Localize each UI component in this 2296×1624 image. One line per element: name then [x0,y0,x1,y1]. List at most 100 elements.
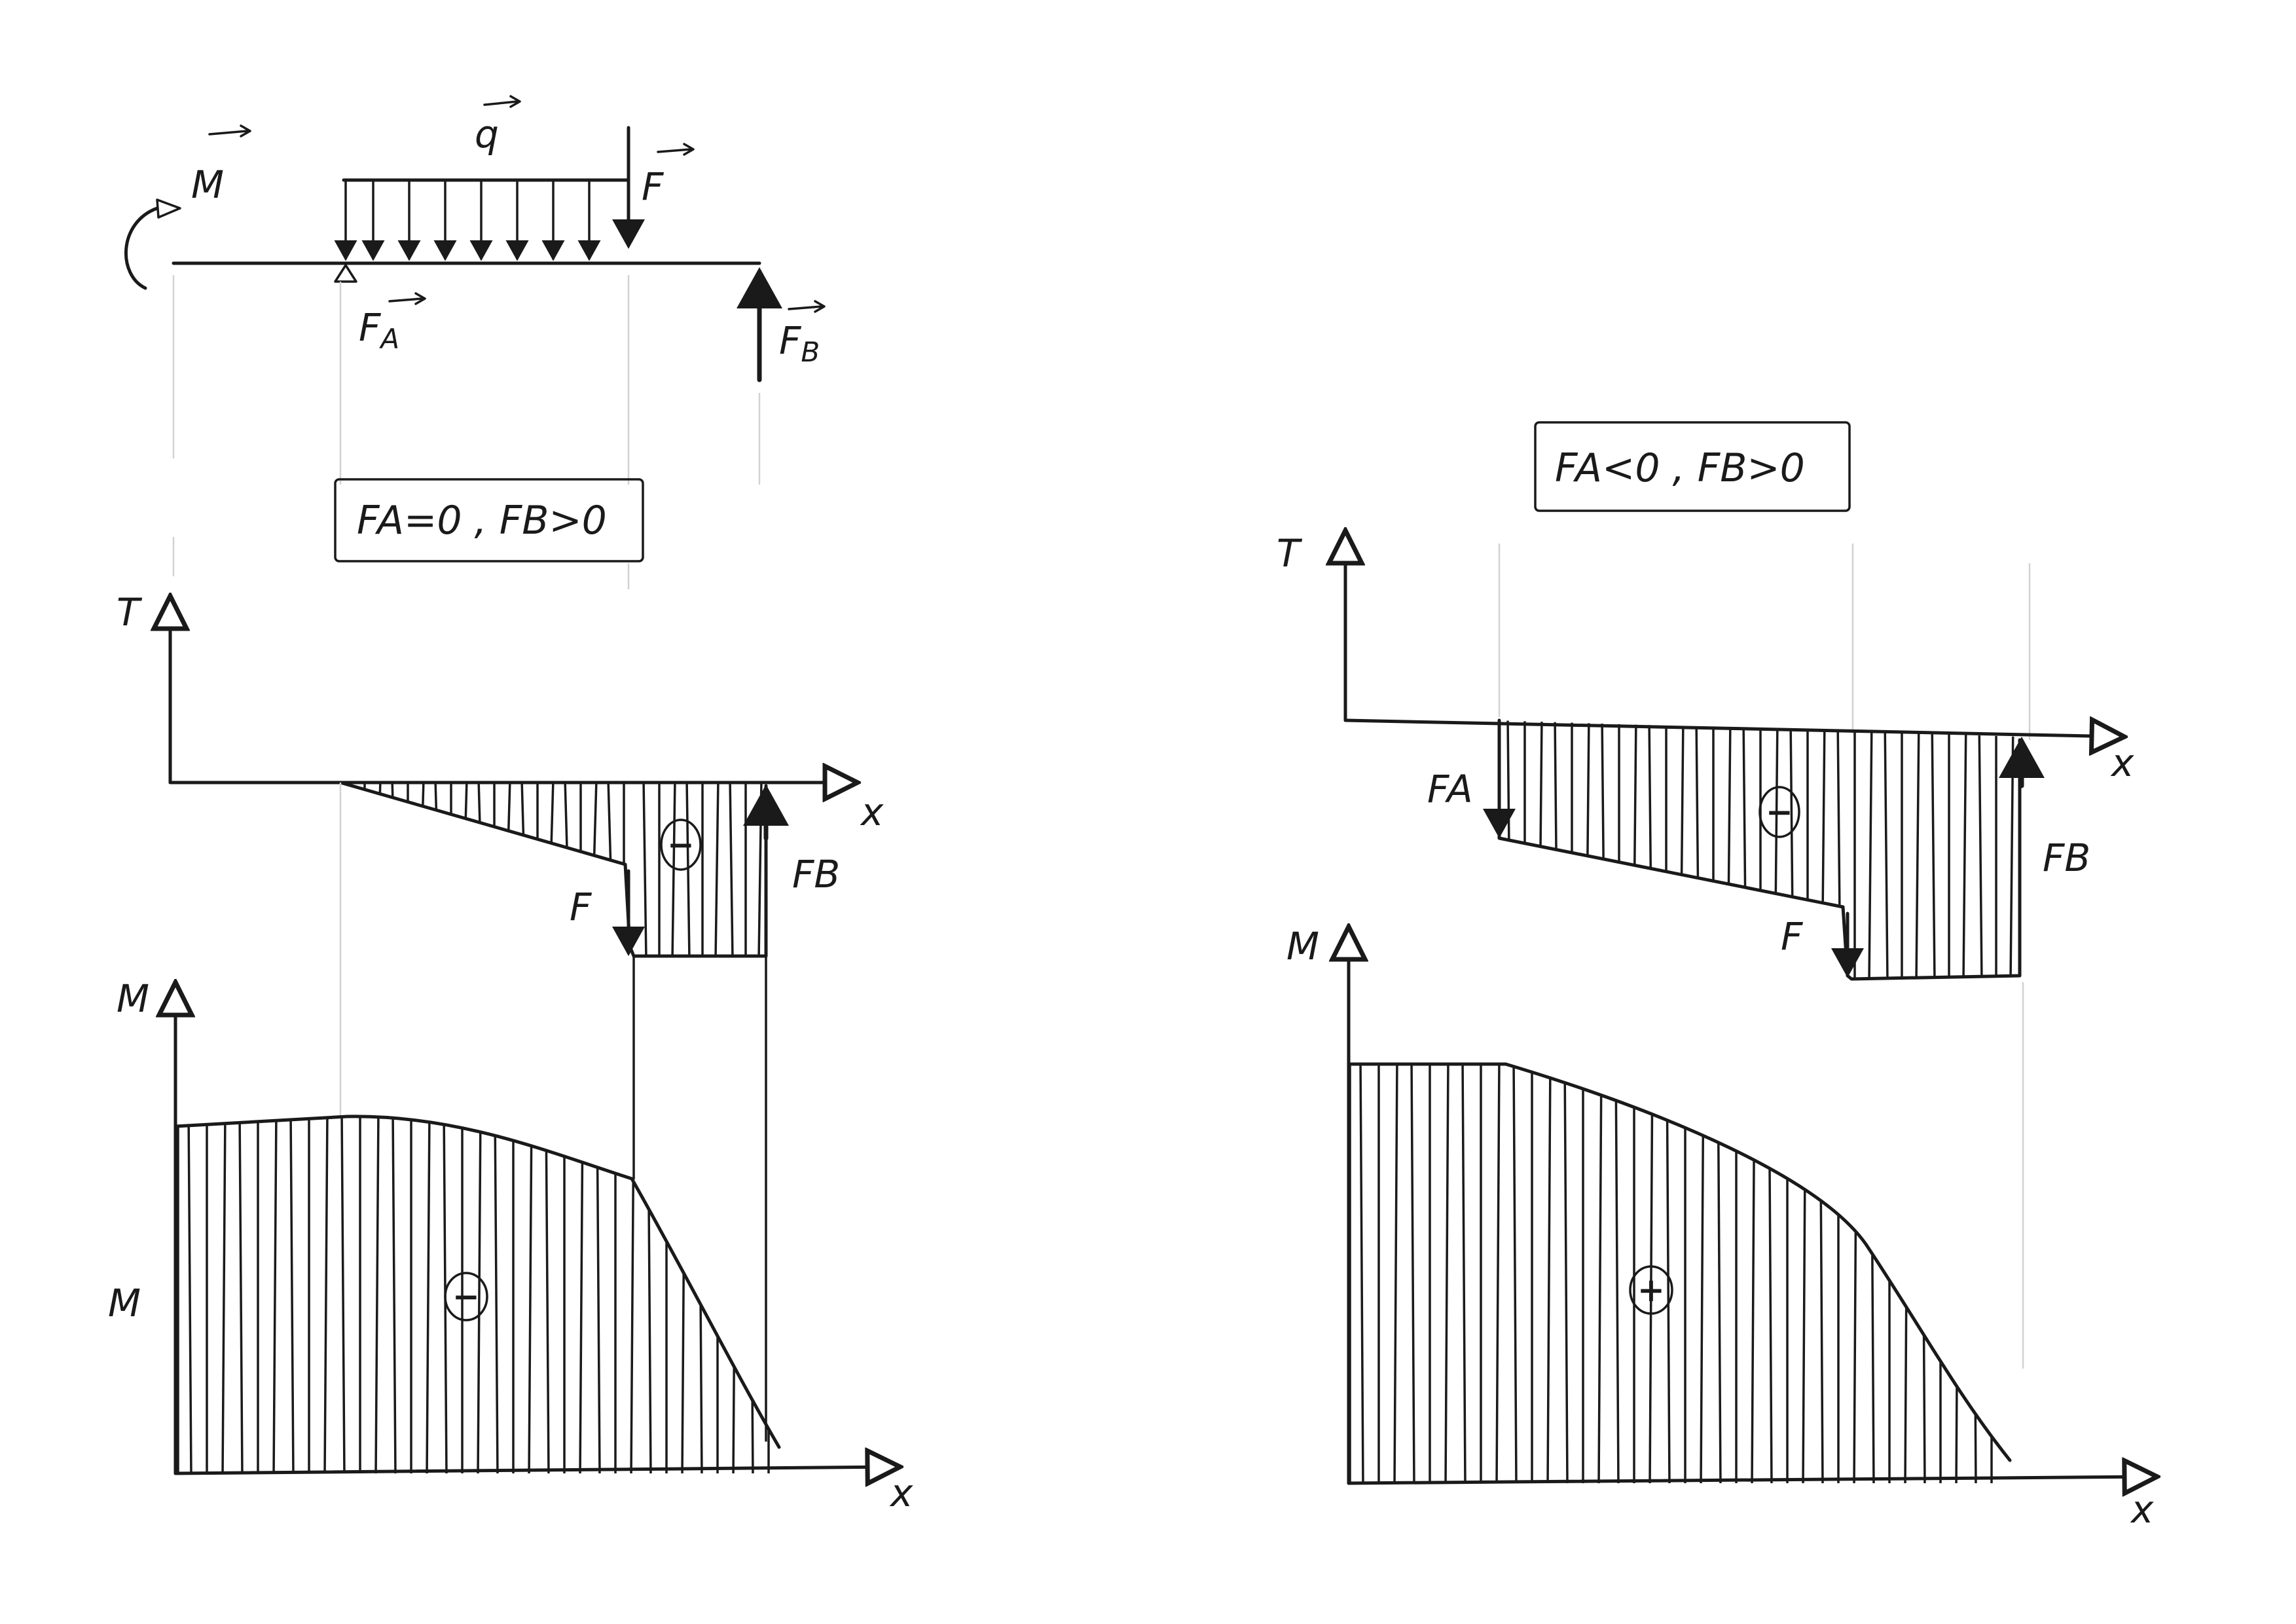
right-projection-guides [1498,544,2031,1369]
left-moment-diagram: M x M − [108,976,913,1515]
hatch-stroke [564,783,569,864]
hatch-stroke [607,783,612,864]
hatch-stroke [749,1116,754,1473]
distributed-load [334,178,630,261]
applied-moment-label: M [191,162,224,207]
hatch-stroke [1931,720,1936,978]
hatch-stroke [1774,720,1779,978]
hatch-stroke [1359,1064,1364,1483]
left-shear-x-label: x [860,790,884,834]
hatch-stroke [1962,720,1967,978]
hatch-stroke [545,1116,550,1473]
hatch-stroke [671,783,676,956]
hatch-stroke [1742,720,1747,978]
left-shear-diagram: T x − F FB [117,590,884,1442]
support-b-label: FB [779,318,820,368]
distributed-load-vector-mark [483,95,521,108]
hatch-stroke [1585,720,1590,978]
hatch-stroke [1614,1064,1620,1483]
hatch-stroke [579,1116,584,1473]
hatch-stroke [1700,1064,1705,1483]
hatch-stroke [1921,1064,1926,1483]
hatch-stroke [221,1116,227,1473]
hatch-stroke [1726,720,1732,978]
hatch-stroke [1679,720,1685,978]
applied-moment-arrowhead [156,198,181,219]
hatch-stroke [1495,1064,1501,1483]
hatch-stroke [698,1116,703,1473]
hatch-stroke [1819,1064,1824,1483]
hatch-stroke [340,1116,346,1473]
hatch-stroke [1601,720,1606,978]
right-condition-box [1534,421,1851,512]
right-condition-text: FA<0 , FB>0 [1555,445,1805,491]
right-moment-curve [1347,1062,2012,1462]
hatch-stroke [238,1116,244,1473]
hatch-stroke [1649,1064,1654,1483]
support-b-vector-mark [788,300,826,313]
hatch-stroke [463,783,468,864]
right-shear-x-axis [1343,720,2121,737]
left-moment-hatch [187,1116,770,1473]
point-force-label: F [642,164,665,209]
hatch-stroke [420,783,425,864]
hatch-stroke [1904,1064,1909,1483]
hatch-stroke [1538,720,1543,978]
hatch-stroke [494,1116,499,1473]
support-a-arrowhead [334,264,357,283]
hatch-stroke [2009,720,2014,978]
hatch-stroke [1597,1064,1603,1483]
beam-diagram: M q F FA FB [124,95,826,393]
right-shear-fb-label: FB [2043,836,2090,880]
hatch-stroke [1853,1064,1858,1483]
left-condition-box [334,478,644,563]
left-moment-sign: − [452,1278,480,1316]
applied-moment-vector-mark [208,124,251,138]
hatch-stroke [1955,1064,1960,1483]
left-moment-curve [173,1115,781,1449]
left-case: FA=0 , FB>0 T x − F FB M x M [108,478,913,1515]
hatch-stroke [1915,720,1920,978]
hatch-stroke [1461,1064,1467,1483]
right-shear-fa-label: FA [1427,767,1473,811]
hatch-stroke [685,783,691,956]
hatch-stroke [1546,1064,1552,1483]
hatch-stroke [642,783,647,956]
hatch-stroke [681,1116,686,1473]
left-moment-x-label: x [889,1471,913,1515]
hatch-stroke [1884,720,1889,978]
right-shear-x-label: x [2110,741,2134,785]
right-shear-y-label: T [1277,531,1303,576]
right-moment-hatch [1359,1064,1993,1483]
left-condition-text: FA=0 , FB>0 [357,498,607,544]
hatch-stroke [1444,1064,1449,1483]
right-shear-sign-circle [1758,786,1800,838]
right-shear-hatch [1506,720,2014,978]
hatch-stroke [1836,720,1842,978]
hatch-stroke [1512,1064,1518,1483]
left-moment-y-label: M [117,976,149,1021]
right-moment-x-label: x [2130,1487,2154,1532]
hatch-stroke [506,783,511,864]
hatch-stroke [348,783,353,864]
right-shear-f-label: F [1781,914,1804,959]
hatch-stroke [1972,1064,1977,1483]
left-moment-x-axis [173,1467,897,1473]
hatch-stroke [391,783,396,864]
hatch-stroke [1666,1064,1671,1483]
hatch-stroke [549,783,555,864]
hatch-stroke [714,783,720,956]
hatch-stroke [1821,720,1826,978]
left-moment-side-label: M [108,1281,141,1325]
right-moment-y-label: M [1286,924,1319,969]
hatch-stroke [289,1116,295,1473]
hatch-stroke [434,783,439,864]
hatch-stroke [1870,1064,1875,1483]
hatch-stroke [1717,1064,1722,1483]
right-moment-sign: + [1637,1271,1665,1309]
hatch-stroke [1751,1064,1756,1483]
hatch-stroke [729,783,734,956]
left-shear-f-label: F [570,885,592,929]
hatch-stroke [1506,720,1512,978]
